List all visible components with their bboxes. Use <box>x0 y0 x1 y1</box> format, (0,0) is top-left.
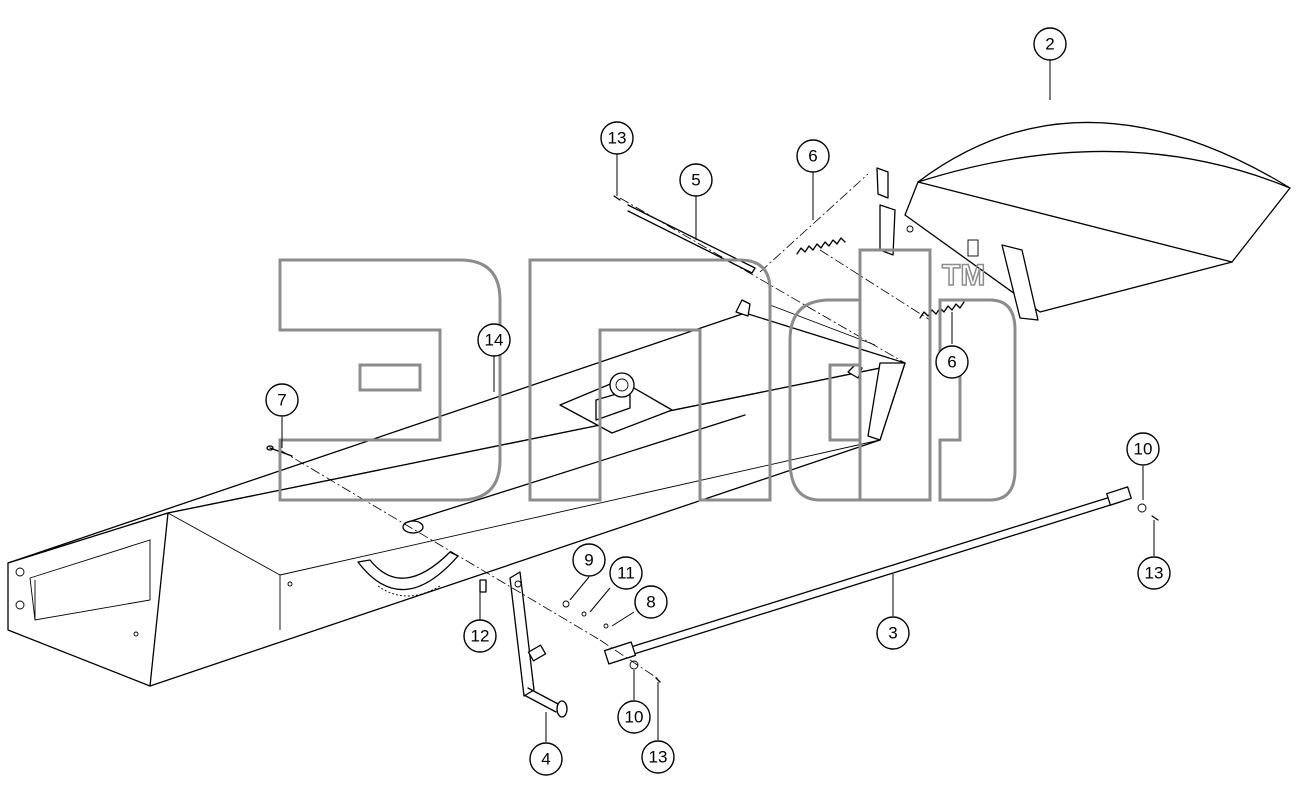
balloon-label: 13 <box>608 129 627 148</box>
balloon-6-top: 6 <box>796 139 830 173</box>
trademark-mark: TM <box>942 259 985 292</box>
pin-rod-part <box>627 204 756 274</box>
balloon-13-bottom: 13 <box>641 740 675 774</box>
balloon-9: 9 <box>572 543 606 577</box>
balloon-4: 4 <box>529 742 563 776</box>
lever-part <box>509 571 568 718</box>
axis-lines <box>279 173 931 681</box>
balloon-label: 13 <box>649 748 668 767</box>
balloon-10-right: 10 <box>1126 432 1160 466</box>
balloon-label: 4 <box>541 750 550 769</box>
balloon-13-top: 13 <box>600 121 634 155</box>
balloon-12: 12 <box>463 619 497 653</box>
watermark-logo: TM <box>278 248 1017 502</box>
balloon-label: 5 <box>691 171 700 190</box>
balloon-label: 10 <box>1134 440 1153 459</box>
balloon-label: 3 <box>888 624 897 643</box>
balloon-6-right: 6 <box>935 345 969 379</box>
balloon-5: 5 <box>679 163 713 197</box>
balloon-label: 6 <box>808 147 817 166</box>
chute-body <box>7 299 906 687</box>
balloon-label: 12 <box>471 627 490 646</box>
balloon-13-right: 13 <box>1137 556 1171 590</box>
balloon-10-bottom: 10 <box>617 700 651 734</box>
spring-part-upper <box>796 237 846 255</box>
control-rod-part <box>603 486 1132 665</box>
balloon-11: 11 <box>609 556 643 590</box>
balloon-7: 7 <box>265 383 299 417</box>
hardware-parts <box>266 195 1159 683</box>
balloon-14: 14 <box>477 323 511 357</box>
balloon-label: 14 <box>485 331 504 350</box>
balloon-label: 9 <box>584 551 593 570</box>
balloon-label: 2 <box>1045 35 1054 54</box>
balloon-2: 2 <box>1033 27 1067 61</box>
spring-part-lower <box>919 301 965 319</box>
balloon-label: 13 <box>1145 564 1164 583</box>
balloon-label: 7 <box>277 391 286 410</box>
balloon-3: 3 <box>876 616 910 650</box>
balloon-label: 6 <box>947 353 956 372</box>
balloon-label: 11 <box>617 564 635 583</box>
leader-lines <box>281 60 1155 742</box>
balloon-label: 8 <box>646 593 655 612</box>
part-balloons: 2 13 5 6 6 14 7 10 13 9 11 8 3 12 10 4 1… <box>265 27 1171 776</box>
balloon-label: 10 <box>625 708 644 727</box>
hood-part <box>876 121 1291 321</box>
balloon-8: 8 <box>634 585 668 619</box>
